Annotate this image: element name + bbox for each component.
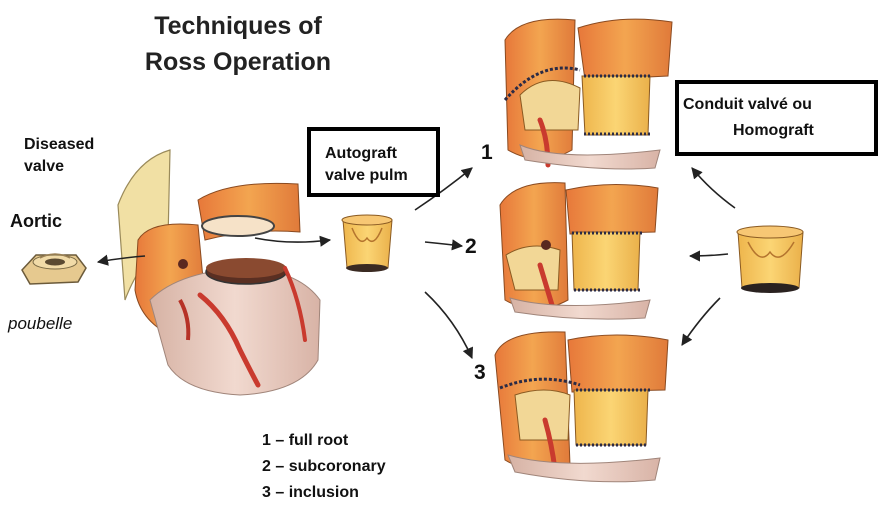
homograft-label-line-1: Conduit valvé ou bbox=[683, 96, 812, 113]
arrows bbox=[96, 167, 736, 360]
diseased-valve-label: Diseased valve bbox=[24, 134, 94, 178]
native-root-illustration bbox=[117, 149, 321, 396]
technique-legend: 1 – full root 2 – subcoronary 3 – inclus… bbox=[262, 428, 386, 506]
poubelle-label: poubelle bbox=[8, 314, 73, 333]
diseased-valve-illustration bbox=[21, 253, 87, 285]
technique-2-number: 2 bbox=[465, 235, 477, 258]
homograft-label-line-2: Homograft bbox=[733, 122, 814, 139]
arrow-to-poubelle bbox=[96, 254, 146, 266]
diseased-label-line-1: Diseased bbox=[24, 136, 95, 153]
title-line-1: Techniques of bbox=[154, 12, 322, 40]
autograft-illustration bbox=[341, 214, 393, 272]
arrow-homograft-to-3 bbox=[681, 297, 721, 346]
arrow-to-autograft bbox=[254, 235, 332, 247]
legend-item-inclusion: 3 – inclusion bbox=[262, 484, 359, 501]
legend-item-subcoronary: 2 – subcoronary bbox=[262, 458, 386, 475]
technique-1-number: 1 bbox=[481, 141, 493, 164]
technique-3-number: 3 bbox=[474, 361, 486, 384]
autograft-label-line-2: valve pulm bbox=[325, 167, 408, 184]
arrow-to-technique-2 bbox=[424, 239, 464, 251]
arrow-homograft-to-2 bbox=[688, 250, 729, 262]
arrow-to-technique-1 bbox=[414, 167, 473, 211]
technique-3-illustration bbox=[494, 331, 669, 483]
aortic-label: Aortic bbox=[10, 211, 63, 231]
arrow-homograft-to-1 bbox=[691, 167, 736, 209]
arrow-to-technique-3 bbox=[424, 291, 473, 360]
page-title: Techniques of Ross Operation bbox=[118, 8, 358, 80]
homograft-illustration bbox=[736, 225, 804, 293]
autograft-label-box: Autograft valve pulm bbox=[307, 127, 440, 197]
homograft-label-box: Conduit valvé ou Homograft bbox=[675, 80, 878, 156]
diseased-label-line-2: valve bbox=[24, 158, 65, 175]
legend-item-full-root: 1 – full root bbox=[262, 432, 349, 449]
technique-2-illustration bbox=[499, 182, 659, 320]
autograft-label-line-1: Autograft bbox=[325, 145, 397, 162]
title-line-2: Ross Operation bbox=[144, 48, 332, 76]
technique-1-illustration bbox=[503, 18, 673, 170]
